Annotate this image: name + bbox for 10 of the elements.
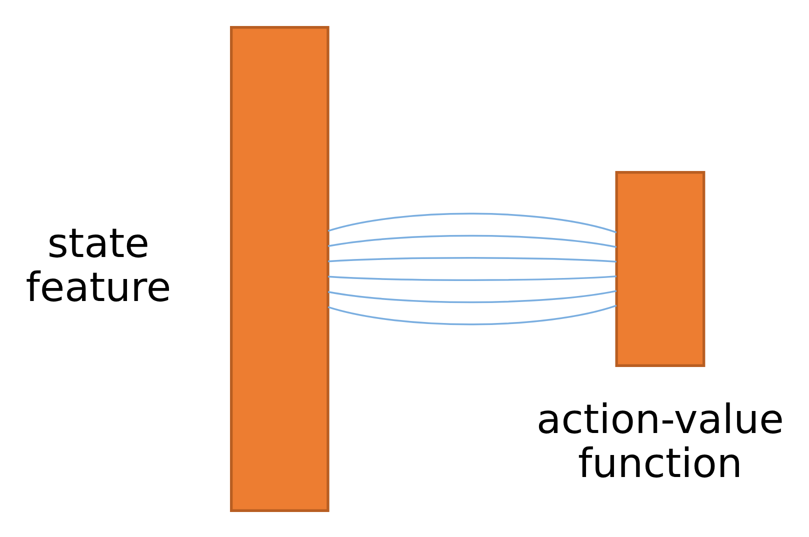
connector <box>328 234 617 248</box>
connector <box>328 290 617 303</box>
connector <box>328 256 616 262</box>
node-bar <box>615 170 706 366</box>
node-label: action-value function <box>536 396 784 487</box>
connector <box>328 274 616 280</box>
node-bar <box>230 26 330 512</box>
connector <box>328 212 617 233</box>
node-label: state feature <box>26 220 172 311</box>
connector <box>328 304 617 325</box>
